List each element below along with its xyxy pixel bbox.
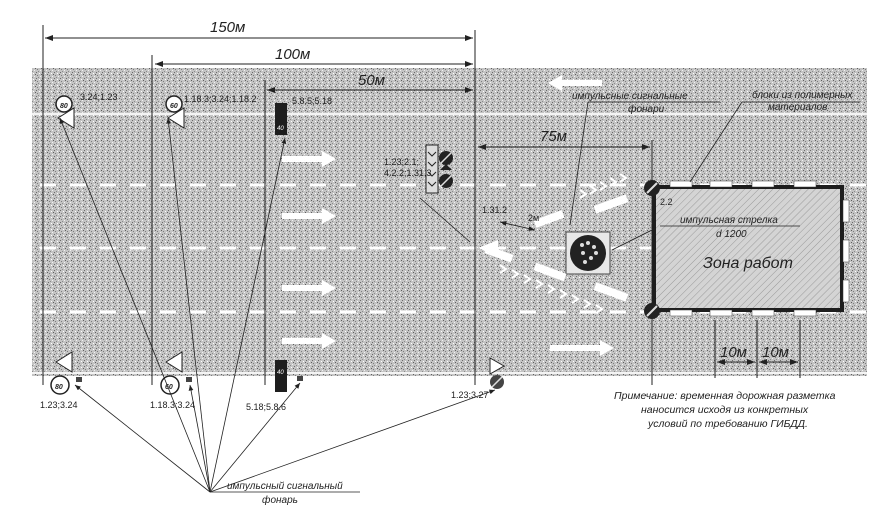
- middle-combo-leader: [419, 197, 471, 243]
- middle-combo-sign-icon: [425, 144, 453, 194]
- dim-75-label: 75м: [540, 128, 567, 145]
- bottom-sign-40-icon: 40: [275, 360, 303, 392]
- bottom-sign-80-code: 1.23;3.24: [40, 400, 78, 410]
- svg-text:80: 80: [60, 103, 68, 110]
- top-sign-40-code: 5.8.5;5.18: [292, 96, 332, 106]
- zone-corner-lamp-icon: [644, 303, 660, 319]
- work-zone-label: Зона работ: [703, 255, 793, 272]
- pulse-lamp-label-1: импульсный сигнальный: [227, 481, 343, 492]
- polymer-blocks-label-2: материалов: [768, 102, 827, 113]
- bottom-sign-40-code: 5.18;5.8.6: [246, 402, 286, 412]
- dim-2m-label: 2м: [528, 213, 539, 223]
- pulse-lamp-label-2: фонарь: [262, 494, 298, 506]
- svg-text:40: 40: [277, 370, 284, 376]
- bottom-sign-80-icon: 80: [50, 351, 82, 395]
- work-zone: [652, 185, 844, 312]
- pulse-lights-label-2: фонари: [628, 103, 665, 115]
- bottom-sign-60-code: 1.18.3;3.24: [150, 400, 195, 410]
- top-sign-40-icon: 40: [275, 103, 287, 135]
- top-sign-60-code: 1.18.3;3.24;1.18.2: [184, 94, 257, 104]
- pulse-arrow-sign-icon: [565, 231, 611, 275]
- dim-50-label: 50м: [358, 72, 385, 89]
- note-line-1: Примечание: временная дорожная разметка: [614, 390, 836, 402]
- middle-combo-code-2: 4.2.2;1.31.3: [384, 168, 432, 178]
- note-line-3: условий по требованию ГИБДД.: [647, 418, 808, 430]
- top-sign-60-icon: 60: [165, 95, 185, 129]
- top-sign-80-icon: 80: [55, 95, 75, 129]
- note-line-2: наносится исходя из конкретных: [641, 404, 809, 416]
- bottom-right-sign-icon: [489, 357, 506, 389]
- dim-100-label: 100м: [275, 46, 310, 63]
- svg-text:80: 80: [55, 384, 63, 391]
- middle-combo-code-1: 1.23;2.1;: [384, 157, 419, 167]
- dim-10b-label: 10м: [762, 344, 789, 361]
- pulse-lights-leader: [569, 101, 589, 226]
- pulse-arrow-leader: [611, 229, 653, 251]
- svg-text:40: 40: [277, 126, 284, 132]
- dim-line-2m: [499, 221, 536, 231]
- zone-sign-code: 2.2: [660, 197, 673, 207]
- pulse-arrow-size: d 1200: [716, 229, 747, 240]
- top-sign-80-code: 3.24;1.23: [80, 92, 118, 102]
- polymer-blocks-label-1: блоки из полимерных: [752, 89, 854, 101]
- polymer-blocks-leader: [689, 101, 743, 183]
- taper-bars: [484, 194, 629, 302]
- pulse-arrow-label: импульсная стрелка: [680, 215, 778, 226]
- taper-code: 1.31.2: [482, 205, 507, 215]
- zone-corner-lamp-icon: [644, 180, 660, 196]
- taper-tip: [478, 240, 498, 256]
- dim-150-label: 150м: [210, 19, 245, 36]
- dim-10a-label: 10м: [720, 344, 747, 361]
- pulse-lights-label-1: импульсные сигнальные: [572, 91, 688, 102]
- polymer-blocks: [669, 180, 850, 317]
- svg-text:60: 60: [170, 103, 178, 110]
- taper-chevrons: [499, 173, 628, 314]
- pulse-lamp-leaders: [59, 117, 496, 493]
- direction-arrows: [282, 75, 614, 356]
- svg-text:60: 60: [165, 384, 173, 391]
- bottom-right-sign-code: 1.23;3.27: [451, 390, 489, 400]
